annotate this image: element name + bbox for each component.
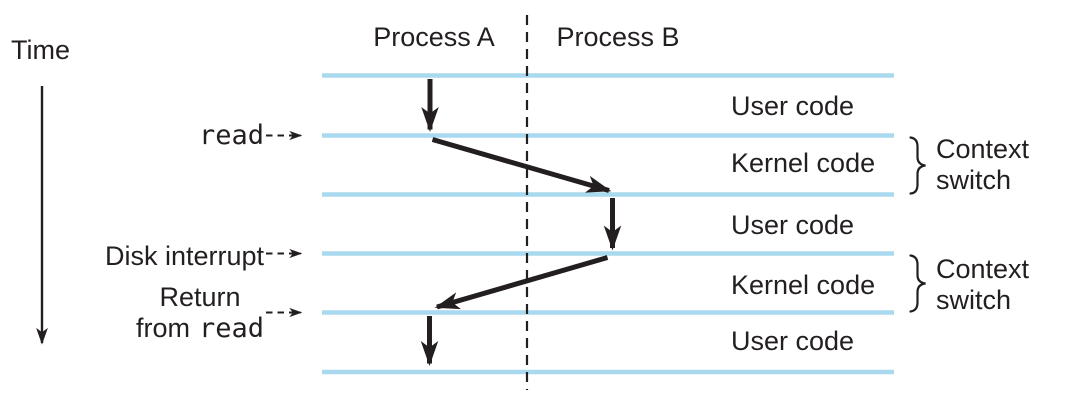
context-switch-brace-2 xyxy=(909,254,926,313)
context-switch-annotation-2: Context switch xyxy=(936,254,1029,316)
context-switch-1-line2: switch xyxy=(936,165,1012,195)
band-label-user-code-3: User code xyxy=(731,326,855,356)
read-event-label: read xyxy=(198,120,264,151)
return-label-read-code: read xyxy=(198,313,264,344)
context-switch-annotation-1: Context switch xyxy=(936,134,1029,196)
disk-interrupt-event-label: Disk interrupt xyxy=(104,241,264,271)
band-label-kernel-code-1: Kernel code xyxy=(731,148,876,178)
return-label-from: from xyxy=(135,313,190,343)
band-label-user-code-2: User code xyxy=(731,210,855,240)
flow-arrow-switch-b-to-a xyxy=(434,255,609,310)
process-b-header: Process B xyxy=(556,22,680,52)
return-from-read-event-label: Return from read xyxy=(136,282,264,344)
process-a-header: Process A xyxy=(373,22,495,52)
context-switch-1-line1: Context xyxy=(936,134,1030,164)
return-label-line1: Return xyxy=(159,282,241,312)
flow-arrow-switch-a-to-b xyxy=(431,137,612,193)
band-label-user-code-1: User code xyxy=(731,91,855,121)
context-switch-2-line1: Context xyxy=(936,254,1030,284)
band-label-kernel-code-2: Kernel code xyxy=(731,270,876,300)
context-switch-brace-1 xyxy=(909,136,926,195)
context-switch-2-line2: switch xyxy=(936,285,1012,315)
time-axis-label: Time xyxy=(11,35,70,65)
return-label-line2: from read xyxy=(136,313,264,344)
